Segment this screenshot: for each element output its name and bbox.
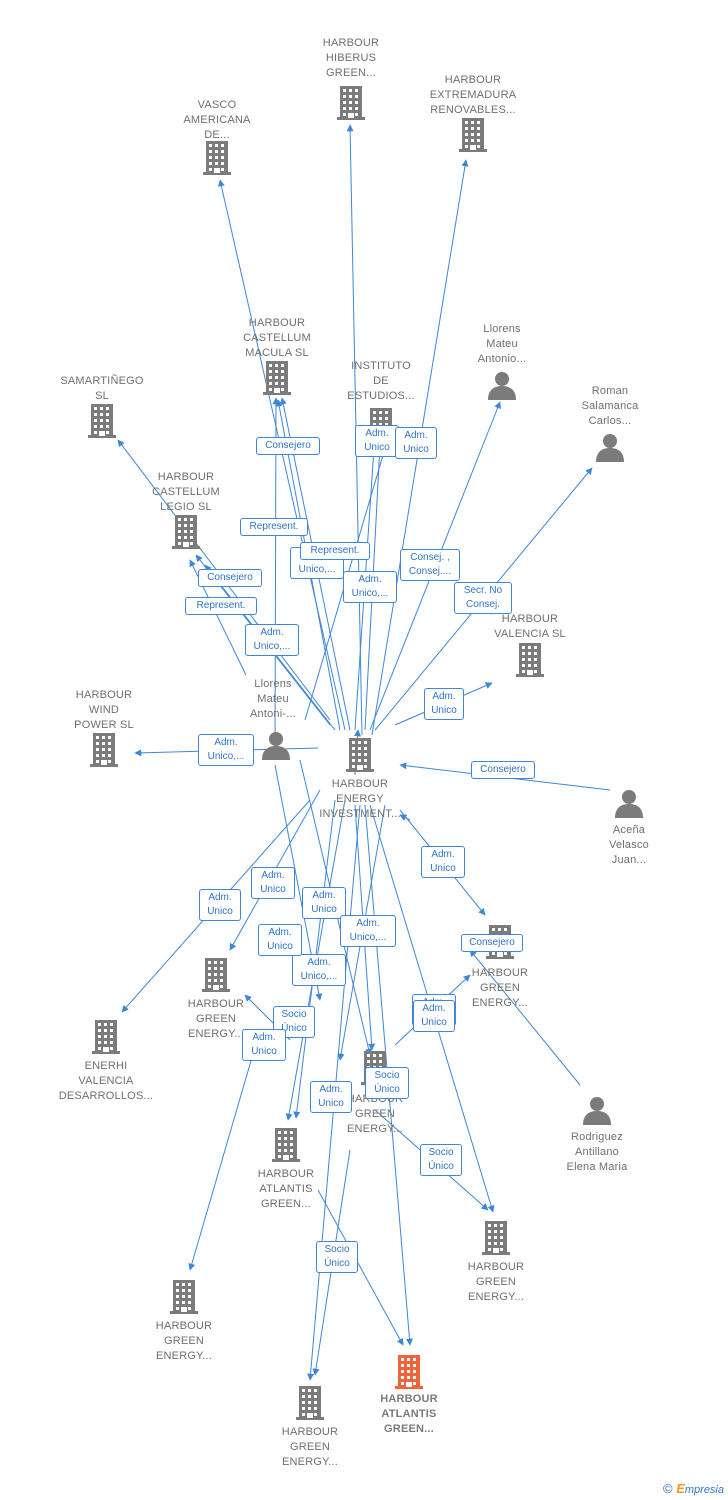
copyright-symbol: © bbox=[662, 1481, 673, 1496]
edge-label[interactable]: Socio Único bbox=[365, 1067, 409, 1099]
empresia-logo-text: mpresia bbox=[684, 1484, 724, 1496]
node-label-enerhi[interactable]: ENERHI VALENCIA DESARROLLOS... bbox=[58, 1060, 154, 1102]
edge-label[interactable]: Consejero bbox=[461, 934, 523, 952]
person-icon[interactable] bbox=[595, 432, 625, 467]
building-icon[interactable] bbox=[90, 1019, 122, 1060]
edge-label[interactable]: Adm. Unico bbox=[302, 887, 346, 919]
edge-label[interactable]: Adm. Unico,... bbox=[343, 571, 397, 603]
node-label-rodriguez[interactable]: Rodriguez Antillano Elena Maria bbox=[566, 1131, 628, 1173]
node-label-samartinego[interactable]: SAMARTIÑEGO SL bbox=[60, 375, 144, 402]
building-icon[interactable] bbox=[457, 117, 489, 158]
edge-label[interactable]: Represent. bbox=[240, 518, 308, 536]
edge-label[interactable]: Consejero bbox=[256, 437, 320, 455]
building-icon[interactable] bbox=[344, 737, 376, 778]
building-icon[interactable] bbox=[88, 732, 120, 773]
edge-label[interactable]: Adm. Unico,... bbox=[245, 624, 299, 656]
building-icon[interactable] bbox=[86, 403, 118, 444]
node-label-extremadura[interactable]: HARBOUR EXTREMADURA RENOVABLES... bbox=[429, 74, 517, 116]
node-label-green-left[interactable]: HARBOUR GREEN ENERGY... bbox=[187, 998, 245, 1040]
edge-label[interactable]: Represent. bbox=[300, 542, 370, 560]
building-icon[interactable] bbox=[294, 1385, 326, 1426]
person-icon[interactable] bbox=[582, 1095, 612, 1130]
edge-label[interactable]: Adm. Unico,... bbox=[198, 734, 254, 766]
building-icon[interactable] bbox=[168, 1279, 200, 1320]
edge-label[interactable]: Adm. Unico bbox=[199, 889, 241, 921]
node-label-atlantis1[interactable]: HARBOUR ATLANTIS GREEN... bbox=[257, 1168, 315, 1210]
node-label-atlantis-target[interactable]: HARBOUR ATLANTIS GREEN... bbox=[380, 1393, 438, 1435]
node-label-green-bl[interactable]: HARBOUR GREEN ENERGY... bbox=[155, 1320, 213, 1362]
person-icon[interactable] bbox=[261, 730, 291, 765]
building-icon[interactable] bbox=[480, 1220, 512, 1261]
node-label-valencia[interactable]: HARBOUR VALENCIA SL bbox=[494, 613, 566, 640]
edge-line bbox=[399, 814, 411, 821]
node-label-acena[interactable]: Aceña Velasco Juan... bbox=[609, 824, 649, 866]
edge-line bbox=[217, 179, 346, 731]
building-icon[interactable] bbox=[393, 1354, 425, 1395]
edge-label[interactable]: Adm. Unico,... bbox=[292, 954, 346, 986]
edge-line bbox=[317, 1189, 404, 1346]
node-label-wind[interactable]: HARBOUR WIND POWER SL bbox=[74, 689, 134, 731]
building-icon[interactable] bbox=[335, 85, 367, 126]
node-label-energy-inv[interactable]: HARBOUR ENERGY INVESTMENT... bbox=[319, 778, 401, 820]
edge-label[interactable]: Adm. Unico bbox=[251, 867, 295, 899]
edge-label[interactable]: Socio Único bbox=[420, 1144, 462, 1176]
person-icon[interactable] bbox=[614, 788, 644, 823]
edge-line bbox=[469, 949, 581, 1086]
edge-label[interactable]: Represent. bbox=[185, 597, 257, 615]
edge-line bbox=[188, 1029, 261, 1271]
edge-label[interactable]: Adm. Unico bbox=[395, 427, 437, 459]
edge-label[interactable]: Adm. Unico bbox=[310, 1081, 352, 1113]
node-label-llorens2[interactable]: Llorens Mateu Antoni-... bbox=[249, 678, 297, 720]
edge-label[interactable]: Consejero bbox=[471, 761, 535, 779]
node-label-llorens1[interactable]: Llorens Mateu Antonio... bbox=[477, 323, 527, 365]
edge-label[interactable]: Adm. Unico bbox=[242, 1029, 286, 1061]
node-label-green-bottom[interactable]: HARBOUR GREEN ENERGY... bbox=[281, 1426, 339, 1468]
edge-label[interactable]: Consejero bbox=[198, 569, 262, 587]
building-icon[interactable] bbox=[200, 957, 232, 998]
empresia-logo-initial: E bbox=[676, 1481, 685, 1496]
edge-label[interactable]: Adm. Unico bbox=[424, 688, 464, 720]
edge-label[interactable]: Adm. Unico bbox=[421, 846, 465, 878]
edge-label[interactable]: Adm. Unico bbox=[355, 425, 399, 457]
edge-line bbox=[272, 397, 280, 751]
edge-label[interactable]: Socio Único bbox=[316, 1241, 358, 1273]
node-label-hiberus[interactable]: HARBOUR HIBERUS GREEN... bbox=[322, 37, 380, 79]
edge-label[interactable]: Adm. Unico,... bbox=[340, 915, 396, 947]
node-label-castellum-legio[interactable]: HARBOUR CASTELLUM LEGIO SL bbox=[152, 471, 220, 513]
building-icon[interactable] bbox=[261, 360, 293, 401]
edge-label[interactable]: Adm. Unico bbox=[258, 924, 302, 956]
building-icon[interactable] bbox=[201, 140, 233, 181]
building-icon[interactable] bbox=[514, 642, 546, 683]
edge-label[interactable]: Consej. , Consej.... bbox=[400, 549, 460, 581]
node-label-instituto[interactable]: INSTITUTO DE ESTUDIOS... bbox=[347, 360, 415, 402]
building-icon[interactable] bbox=[170, 514, 202, 555]
building-icon[interactable] bbox=[270, 1127, 302, 1168]
edge-label[interactable]: Adm. Unico bbox=[413, 1000, 455, 1032]
edge-label[interactable]: Secr. No Consej. bbox=[454, 582, 512, 614]
node-label-castellum-macula[interactable]: HARBOUR CASTELLUM MACULA SL bbox=[243, 317, 311, 359]
node-label-roman[interactable]: Roman Salamanca Carlos... bbox=[581, 385, 639, 427]
node-label-green-right[interactable]: HARBOUR GREEN ENERGY... bbox=[471, 967, 529, 1009]
node-label-vasco[interactable]: VASCO AMERICANA DE... bbox=[183, 99, 251, 141]
person-icon[interactable] bbox=[487, 370, 517, 405]
empresia-footer[interactable]: © Empresia bbox=[663, 1481, 724, 1496]
node-label-green-br[interactable]: HARBOUR GREEN ENERGY... bbox=[467, 1261, 525, 1303]
